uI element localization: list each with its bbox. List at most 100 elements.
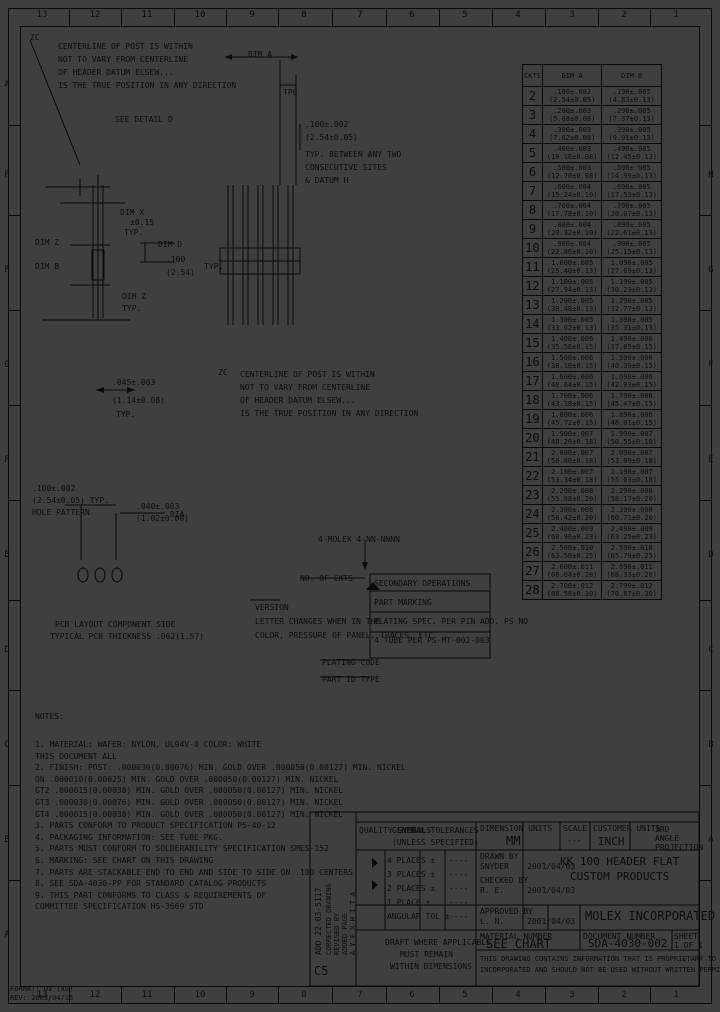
chart-ckt-cell: 27 <box>522 561 543 581</box>
zone-tick <box>8 215 20 216</box>
side-dim-2: (2.54) <box>166 268 195 277</box>
tolerance-row-value: ---- <box>449 856 469 865</box>
zone-tick <box>386 986 387 1004</box>
chart-dim-b-cell: .990±.005(25.15±0.13) <box>601 238 662 258</box>
chart-dim-b-cell: 2.690±.011(68.33±0.28) <box>601 561 662 581</box>
chart-dim-mm: (37.85±0.15) <box>606 343 657 351</box>
material-number-value: SEE CHART <box>486 937 552 951</box>
chart-ckt-cell: 28 <box>522 580 543 600</box>
top-zone-label: 7 <box>357 10 363 20</box>
left-zone-label: E <box>4 550 10 560</box>
left-zone-label: A <box>4 80 10 90</box>
chart-dim-inch: .390±.005 <box>612 126 651 134</box>
chart-row: 7.600±.004(15.24±0.10).690±.005(17.53±0.… <box>522 181 662 201</box>
chart-dim-inch: 1.690±.006 <box>610 373 653 381</box>
chart-dim-a-cell: .600±.004(15.24±0.10) <box>541 181 603 201</box>
chart-dim-inch: 1.500±.006 <box>551 354 594 362</box>
note-line: ON .000010(0.00025) MIN. GOLD OVER .0000… <box>35 774 339 784</box>
top-zone-label: 4 <box>515 10 521 20</box>
chart-dim-mm: (48.26±0.18) <box>546 438 598 446</box>
secondary-ops-row: PLATING SPEC. PER PIN ADD. PS NO <box>374 617 529 626</box>
bottom-zone-label: 7 <box>357 990 363 1000</box>
zone-tick <box>226 986 227 1004</box>
chart-dim-a-cell: .900±.004(22.86±0.10) <box>541 238 603 258</box>
right-zone-label: B <box>708 740 714 750</box>
chart-dim-inch: .590±.005 <box>612 164 651 172</box>
position-note-line: NOT TO VARY FROM CENTERLINE <box>240 383 371 392</box>
zone-tick <box>8 690 20 691</box>
chart-dim-a-cell: 1.200±.005(30.48±0.13) <box>541 295 603 315</box>
chart-dim-mm: (22.86±0.10) <box>546 248 598 256</box>
chart-ckt-cell: 24 <box>522 504 543 524</box>
chart-row: 3.200±.003(5.08±0.08).290±.005(7.37±0.13… <box>522 105 662 125</box>
bottom-zone-label: 4 <box>515 990 521 1000</box>
chart-dim-inch: 1.090±.005 <box>610 259 653 267</box>
eco-line: A Y E X H I T A <box>349 891 357 955</box>
chart-dim-inch: 2.400±.009 <box>551 525 594 533</box>
note-line: COMMITTEE SPECIFICATION HS-3669 STD <box>35 902 204 912</box>
zone-tick <box>332 986 333 1004</box>
dim-x-label: DIM X <box>120 208 145 217</box>
bottom-zone-label: 5 <box>462 990 468 1000</box>
chart-dim-inch: .990±.005 <box>612 240 651 248</box>
zone-tick <box>598 986 599 1004</box>
chart-ckt-cell: 6 <box>522 162 543 182</box>
chart-dim-a-cell: 1.600±.006(40.64±0.15) <box>541 371 603 391</box>
chart-ckt-cell: 9 <box>522 219 543 239</box>
chart-dim-mm: (30.48±0.13) <box>546 305 598 313</box>
zone-tick <box>700 215 712 216</box>
notes-title: NOTES: <box>35 712 64 721</box>
zone-tick <box>700 690 712 691</box>
position-note-line: CENTERLINE OF POST IS WITHIN <box>240 370 375 379</box>
dimension-units-value: MM <box>506 834 521 848</box>
bottom-zone-label: 12 <box>89 990 101 1000</box>
approved-by-label: APPROVED BY <box>480 907 533 916</box>
chart-dim-mm: (15.24±0.10) <box>546 191 598 199</box>
chart-dim-b-cell: 1.790±.006(45.47±0.15) <box>601 390 662 410</box>
zone-tick <box>545 986 546 1004</box>
chart-ckt-cell: 23 <box>522 485 543 505</box>
tolerance-row-label: 2 PLACES ± <box>387 884 436 893</box>
chart-dim-mm: (25.15±0.13) <box>606 248 657 256</box>
chart-dim-inch: 2.390±.008 <box>610 506 653 514</box>
zone-tick <box>650 8 651 26</box>
chart-dim-b-cell: 2.290±.008(58.17±0.20) <box>601 485 662 505</box>
customer-units-value: INCH <box>598 835 625 848</box>
chart-ckt-cell: 21 <box>522 447 543 467</box>
secondary-ops-header: SECONDARY OPERATIONS <box>374 579 471 588</box>
note-line: 5. PARTS MUST CONFORM TO SOLDERABILITY S… <box>35 844 329 854</box>
bottom-zone-label: 13 <box>36 990 48 1000</box>
chart-dim-b-cell: 1.190±.005(30.23±0.13) <box>601 276 662 296</box>
zone-tick <box>173 8 175 26</box>
tolerance-row-value: ---- <box>449 884 469 893</box>
zone-tick <box>700 125 712 126</box>
chart-dim-mm: (7.37±0.13) <box>608 115 655 123</box>
chart-dim-b-cell: 2.090±.007(53.09±0.18) <box>601 447 662 467</box>
chart-dim-b-cell: .790±.005(20.07±0.13) <box>601 200 662 220</box>
chart-dim-mm: (4.83±0.13) <box>608 96 655 104</box>
side-dim-1: .100 <box>166 255 186 264</box>
chart-dim-b-cell: 2.790±.012(70.87±0.30) <box>601 580 662 600</box>
note-line: 9. THIS PART CONFORMS TO CLASS & REQUIRE… <box>35 890 267 900</box>
chart-dim-inch: .700±.004 <box>553 202 592 210</box>
chart-dim-mm: (60.96±0.23) <box>546 533 598 541</box>
drawn-date: 2001/04/03 <box>527 862 576 871</box>
chart-ckt-cell: 10 <box>522 238 543 258</box>
pcb-caption-1: PCB LAYOUT COMPONENT SIDE <box>55 620 176 629</box>
chart-dim-mm: (35.31±0.13) <box>606 324 657 332</box>
right-zone-label: C <box>708 645 714 655</box>
top-zone-label: 9 <box>249 10 255 20</box>
chart-dim-mm: (68.58±0.30) <box>546 590 598 598</box>
chart-dim-inch: .900±.004 <box>553 240 592 248</box>
top-zone-label: 3 <box>569 10 575 20</box>
tol-right-3: TYP. BETWEEN ANY TWO <box>305 150 402 159</box>
position-note-line: OF HEADER DATUM ELSEW... <box>58 68 174 77</box>
chart-dim-mm: (35.56±0.15) <box>546 343 598 351</box>
chart-dim-inch: 1.790±.006 <box>610 392 653 400</box>
chart-dim-a-cell: 2.700±.012(68.58±0.30) <box>541 580 603 600</box>
left-zone-label: G <box>4 360 10 370</box>
